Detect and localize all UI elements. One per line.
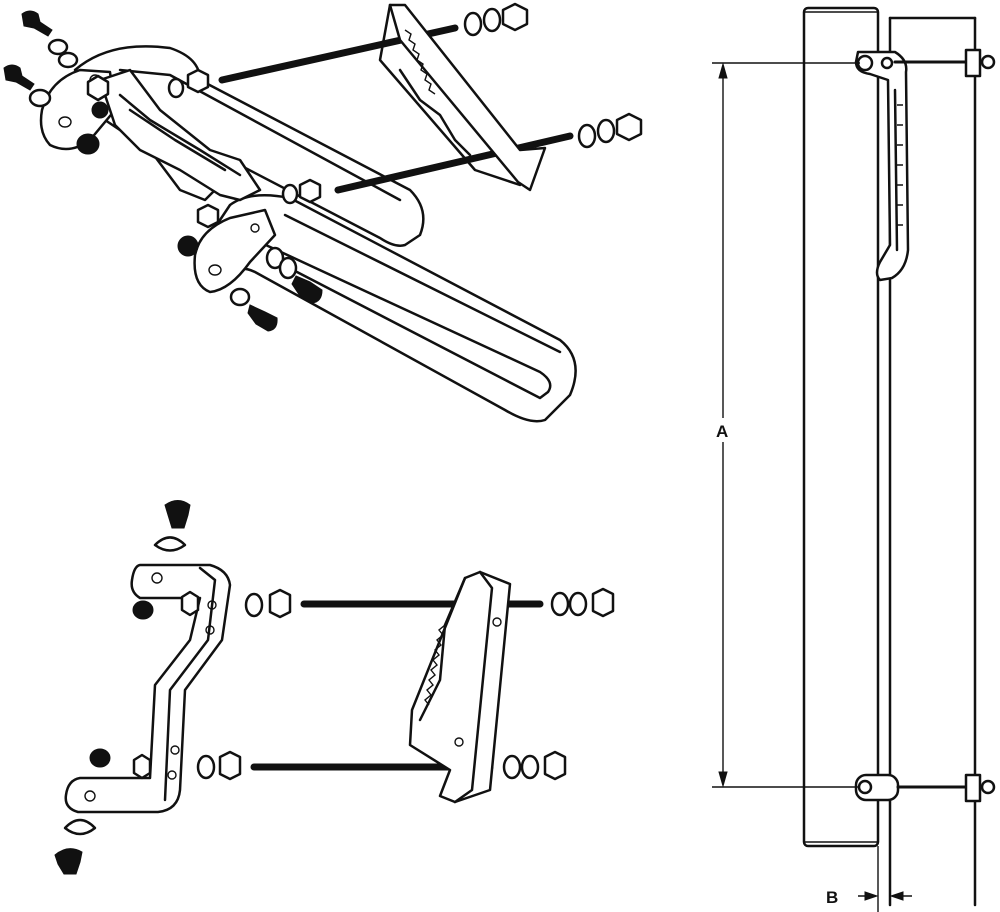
dimension-a-arrow-top xyxy=(718,62,728,79)
hex-nut xyxy=(591,587,615,618)
plate-hole xyxy=(492,617,502,627)
hex-nut xyxy=(218,750,242,781)
hex-nut xyxy=(615,112,643,142)
mounted-side-view: A B xyxy=(712,6,996,912)
folded-strap-detail xyxy=(118,93,242,177)
washer xyxy=(63,818,97,836)
clamp-plate-face xyxy=(378,3,522,187)
plate-hole xyxy=(250,223,260,233)
dimension-b-label: B xyxy=(826,888,838,907)
washer xyxy=(502,754,522,780)
hex-nut xyxy=(186,68,210,94)
washer xyxy=(153,536,187,552)
bracket-hole xyxy=(205,625,215,635)
serrated-clamp-plate xyxy=(408,570,512,804)
long-arm-slot xyxy=(253,238,552,400)
lock-washer xyxy=(89,748,111,768)
washer xyxy=(520,754,540,780)
plate-hole xyxy=(58,116,72,128)
lock-washer xyxy=(91,101,109,119)
hex-nut xyxy=(180,590,200,617)
carriage-bolt xyxy=(54,848,83,875)
washer xyxy=(577,123,597,149)
long-arm-inner-edge xyxy=(283,213,562,354)
washer xyxy=(281,183,299,205)
washer xyxy=(167,77,185,99)
washer xyxy=(550,591,570,617)
washer xyxy=(568,591,588,617)
threaded-rod-lower xyxy=(334,132,574,194)
washer xyxy=(196,754,216,780)
washer xyxy=(229,287,251,307)
bracket-hole xyxy=(170,745,180,755)
flat-bracket-exploded-view xyxy=(54,500,615,875)
bottom-clamp-nut xyxy=(980,779,996,795)
upper-arm-bracket xyxy=(73,45,425,247)
plate-hole xyxy=(208,264,222,276)
hex-nut xyxy=(501,2,529,32)
bracket-hole xyxy=(167,770,177,780)
bracket-hole xyxy=(151,572,163,584)
z-bracket-edge xyxy=(163,566,217,802)
lock-washer xyxy=(76,133,100,155)
hex-nut xyxy=(543,750,567,781)
clamp-serration xyxy=(424,624,446,706)
carriage-bolt xyxy=(164,500,191,529)
top-bracket-ticks xyxy=(897,104,903,226)
top-clamp-nut xyxy=(980,54,996,70)
bracket-hole xyxy=(84,790,96,802)
hex-nut xyxy=(298,178,322,204)
bracket-hole xyxy=(207,600,217,610)
washer xyxy=(28,88,52,108)
dimension-a-arrow-bottom xyxy=(718,771,728,788)
serrated-clamp-plate xyxy=(388,3,547,192)
top-clamp-plate xyxy=(964,48,982,78)
lower-mounting-plate xyxy=(193,208,277,294)
lock-washer xyxy=(132,600,154,620)
carriage-bolt xyxy=(21,10,53,37)
washer xyxy=(244,592,264,618)
clamp-plate-face xyxy=(418,570,494,804)
carriage-bolt xyxy=(291,275,323,304)
washer xyxy=(482,7,502,33)
top-bracket-bolt xyxy=(856,54,874,72)
washer xyxy=(47,38,69,56)
bottom-clamp-plate xyxy=(964,773,982,803)
hex-nut xyxy=(86,74,110,102)
antenna-body xyxy=(802,6,880,848)
washer xyxy=(57,51,79,69)
bottom-bracket-bolt xyxy=(857,779,873,795)
hex-nut xyxy=(196,203,220,229)
plate-hole xyxy=(454,737,464,747)
dimension-b-arrow-right xyxy=(889,891,904,901)
hex-nut xyxy=(268,588,292,619)
washer xyxy=(265,246,285,270)
dimension-a-label: A xyxy=(716,422,728,441)
top-bracket-inner xyxy=(893,88,899,252)
washer xyxy=(463,11,483,37)
lock-washer xyxy=(177,235,199,257)
carriage-bolt xyxy=(3,64,35,91)
carriage-bolt xyxy=(247,304,278,332)
clamp-serration xyxy=(404,29,436,95)
dimension-b-arrow-left xyxy=(864,891,879,901)
washer xyxy=(278,256,298,280)
hex-nut xyxy=(132,753,152,780)
isometric-bracket-assembly xyxy=(3,2,643,423)
top-bracket-bolt xyxy=(880,56,894,70)
washer xyxy=(596,118,616,144)
